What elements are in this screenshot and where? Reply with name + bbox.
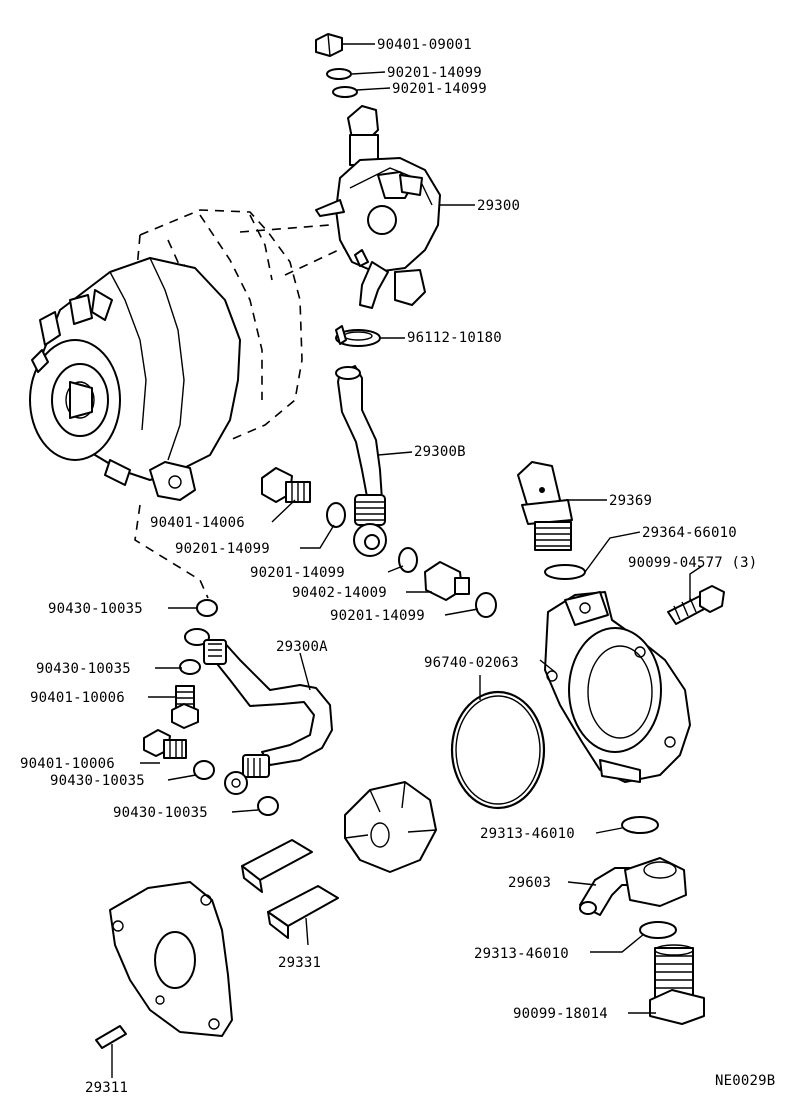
diagram-code: NE0029B <box>715 1073 775 1089</box>
label-90099-18014: 90099-18014 <box>513 1006 608 1022</box>
gasket-29313-46010-a <box>621 816 659 834</box>
label-29300: 29300 <box>477 198 520 214</box>
pipe-29300a <box>184 628 333 795</box>
label-96112-10180: 96112-10180 <box>407 330 502 346</box>
cover-plate <box>109 881 233 1037</box>
check-valve-29369 <box>517 461 573 551</box>
label-90430-10035-c: 90430-10035 <box>50 773 145 789</box>
fitting-29603 <box>579 857 687 916</box>
label-29300a: 29300A <box>276 639 328 655</box>
label-90430-10035-a: 90430-10035 <box>48 601 143 617</box>
washer-90430-10035-a <box>179 659 201 675</box>
gasket-29364-66010 <box>544 564 586 580</box>
label-90401-10006-b: 90401-10006 <box>20 756 115 772</box>
label-90401-14006: 90401-14006 <box>150 515 245 531</box>
washer-90201-14099-b <box>332 86 358 98</box>
washer-90430-10035-top <box>196 599 218 617</box>
label-90401-09001: 90401-09001 <box>377 37 472 53</box>
label-29300b: 29300B <box>414 444 466 460</box>
washer-90430-10035-b <box>193 760 215 780</box>
washer-90201-14099-d <box>398 547 418 573</box>
label-90401-10006-a: 90401-10006 <box>30 690 125 706</box>
label-29331: 29331 <box>278 955 321 971</box>
pin-29311 <box>95 1025 127 1049</box>
pump-housing <box>544 591 691 783</box>
label-29364-66010: 29364-66010 <box>642 525 737 541</box>
label-90201-14099-d: 90201-14099 <box>250 565 345 581</box>
label-90201-14099-c: 90201-14099 <box>175 541 270 557</box>
hose-29300b <box>335 365 387 557</box>
label-90430-10035-d: 90430-10035 <box>113 805 208 821</box>
alignment-line-pump-2 <box>239 224 331 233</box>
union-bolt-90401-14006 <box>261 467 311 503</box>
washer-90201-14099-a <box>326 68 352 80</box>
label-29313-46010-b: 29313-46010 <box>474 946 569 962</box>
label-90201-14099-b: 90201-14099 <box>392 81 487 97</box>
label-90430-10035-b: 90430-10035 <box>36 661 131 677</box>
union-bolt-90099-18014 <box>649 944 705 1025</box>
part-number-labels: 90401-09001 90201-14099 90201-14099 2930… <box>20 37 775 1096</box>
label-29313-46010-a: 29313-46010 <box>480 826 575 842</box>
union-bolt-90401-10006-a <box>171 685 199 729</box>
label-29311: 29311 <box>85 1080 128 1096</box>
label-90402-14009: 90402-14009 <box>292 585 387 601</box>
label-90201-14099-e: 90201-14099 <box>330 608 425 624</box>
bolt-90401-09001 <box>315 33 343 57</box>
label-29369: 29369 <box>609 493 652 509</box>
rotor <box>344 781 437 873</box>
hose-clamp-96112-10180 <box>335 325 381 347</box>
vanes-29331 <box>241 839 339 939</box>
alternator-drawing <box>29 209 303 501</box>
washer-90201-14099-c <box>326 502 346 528</box>
label-96740-02063: 96740-02063 <box>424 655 519 671</box>
label-90201-14099-a: 90201-14099 <box>387 65 482 81</box>
union-90402-14009 <box>424 561 470 601</box>
leader-lines <box>111 43 703 1078</box>
washer-90430-10035-c <box>257 796 279 816</box>
o-ring-96740-02063 <box>450 690 546 810</box>
label-90099-04577: 90099-04577 (3) <box>628 555 757 571</box>
gasket-29313-46010-b <box>639 921 677 939</box>
washer-90201-14099-e <box>475 592 497 618</box>
label-29603: 29603 <box>508 875 551 891</box>
bolt-90099-04577 <box>667 585 725 625</box>
union-bolt-90401-10006-b <box>143 729 187 759</box>
alignment-line-lower <box>134 504 209 599</box>
vacuum-pump-29300 <box>315 105 441 309</box>
